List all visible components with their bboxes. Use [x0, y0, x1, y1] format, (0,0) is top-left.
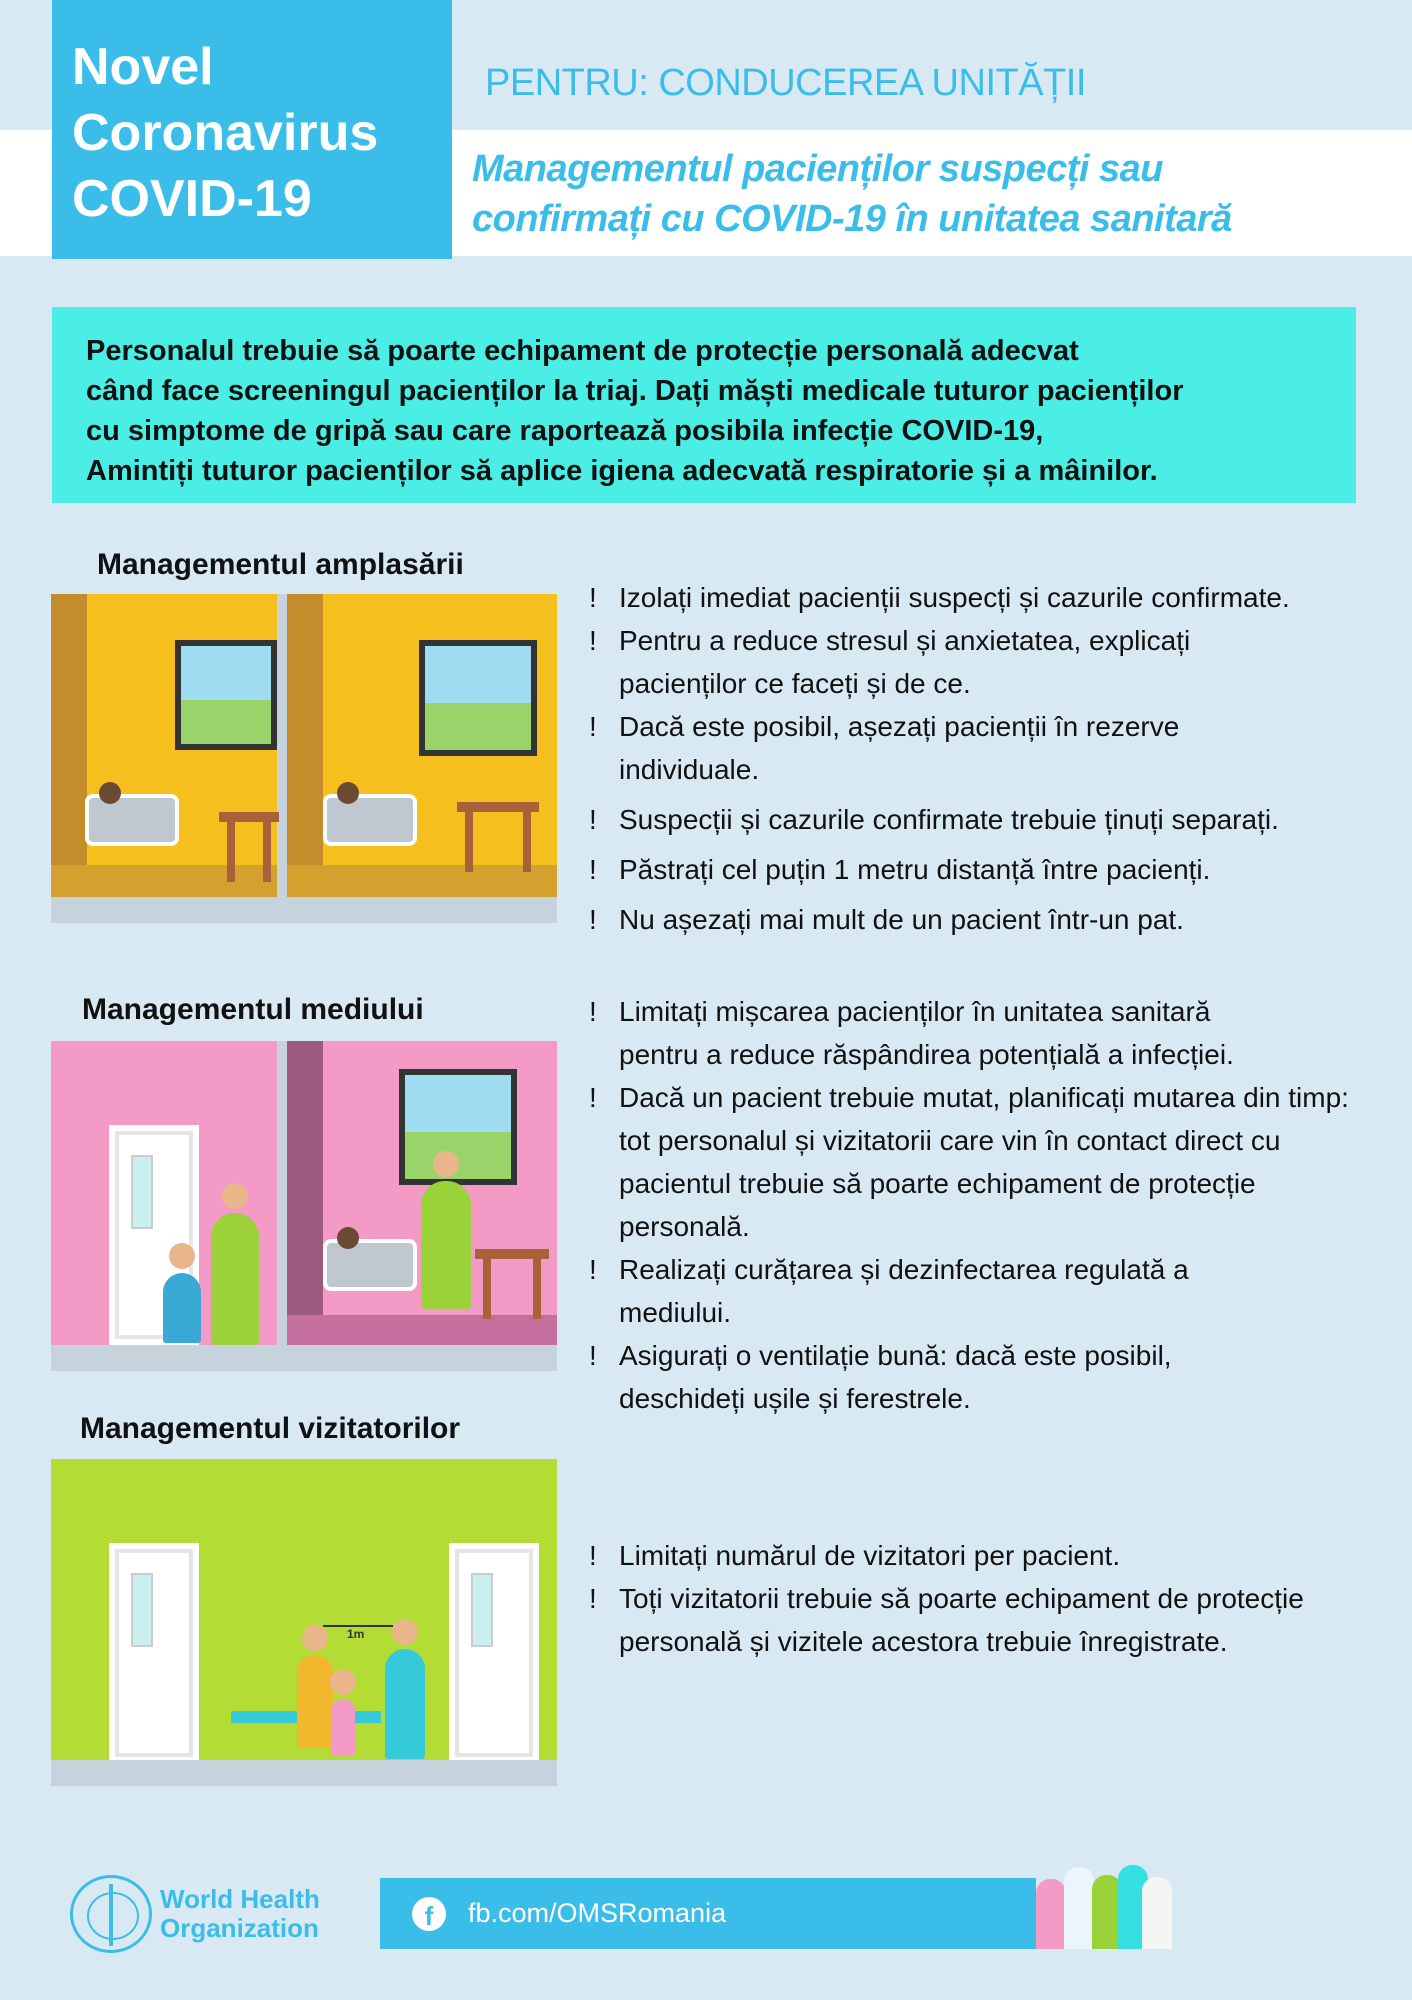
illustration-isolation-rooms [51, 594, 557, 923]
visitors-list: Limitați numărul de vizitatori per pacie… [589, 1534, 1369, 1663]
placement-list: Izolați imediat pacienții suspecți și ca… [589, 576, 1389, 941]
list-item: Nu așezați mai mult de un pacient într-u… [589, 898, 1389, 941]
intro-box: Personalul trebuie să poarte echipament … [52, 307, 1356, 503]
subtitle-line: confirmați cu COVID-19 în unitatea sanit… [472, 198, 1232, 240]
list-item: Suspecții și cazurile confirmate trebuie… [589, 798, 1389, 841]
distance-label: 1m [347, 1627, 365, 1641]
illustration-environment [51, 1041, 557, 1371]
section-title-environment: Managementul mediului [82, 993, 424, 1026]
list-item: Dacă este posibil, așezați pacienții în … [589, 705, 1269, 791]
intro-line: Amintiți tuturor pacienților să aplice i… [86, 455, 1158, 487]
list-item: Dacă un pacient trebuie mutat, planifica… [589, 1076, 1349, 1248]
audience-label: PENTRU: CONDUCEREA UNITĂȚII [485, 62, 1086, 104]
list-item: Pentru a reduce stresul și anxietatea, e… [589, 619, 1269, 705]
list-item: Limitați mișcarea pacienților în unitate… [589, 990, 1289, 1076]
org-name-line: Organization [160, 1913, 319, 1943]
list-item: Toți vizitatorii trebuie să poarte echip… [589, 1577, 1329, 1663]
org-name-line: World Health [160, 1884, 320, 1914]
subtitle: Managementul pacienților suspecți sau co… [472, 144, 1232, 244]
healthcare-workers-illustration [1030, 1855, 1180, 1949]
list-item: Asigurați o ventilație bună: dacă este p… [589, 1334, 1289, 1420]
environment-list: Limitați mișcarea pacienților în unitate… [589, 990, 1369, 1420]
intro-line: când face screeningul pacienților la tri… [86, 375, 1184, 407]
subtitle-line: Managementul pacienților suspecți sau [472, 148, 1164, 190]
intro-line: Personalul trebuie să poarte echipament … [86, 335, 1079, 367]
facebook-bar: f fb.com/OMSRomania [380, 1878, 1036, 1949]
title-line: COVID-19 [72, 170, 312, 228]
who-logo: World Health Organization [70, 1875, 320, 1953]
list-item: Limitați numărul de vizitatori per pacie… [589, 1534, 1369, 1577]
list-item: Păstrați cel puțin 1 metru distanță într… [589, 848, 1389, 891]
title-line: Coronavirus [72, 104, 379, 162]
list-item: Realizați curățarea și dezinfectarea reg… [589, 1248, 1269, 1334]
list-item: Izolați imediat pacienții suspecți și ca… [589, 576, 1389, 619]
facebook-link[interactable]: fb.com/OMSRomania [468, 1898, 727, 1928]
illustration-visitors: 1m [51, 1459, 557, 1786]
section-title-visitors: Managementul vizitatorilor [80, 1412, 461, 1445]
section-title-placement: Managementul amplasării [97, 548, 464, 581]
intro-line: cu simptome de gripă sau care raportează… [86, 415, 1044, 447]
facebook-icon: f [412, 1896, 446, 1931]
who-emblem-icon [70, 1875, 152, 1953]
title-line: Novel [72, 38, 214, 96]
title-box: Novel Coronavirus COVID-19 [52, 0, 452, 259]
